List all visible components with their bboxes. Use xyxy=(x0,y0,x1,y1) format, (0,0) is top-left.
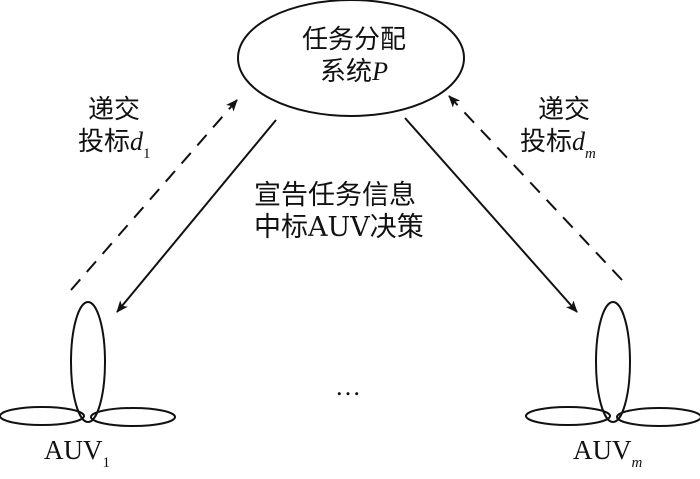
right-bid-line2: 投标dm xyxy=(520,127,596,162)
right-bid-line1: 递交 xyxy=(538,95,591,125)
auv-left-icon xyxy=(0,301,176,427)
center-note: 宣告任务信息 中标AUV决策 xyxy=(254,180,424,244)
left-bid-line2: 投标d1 xyxy=(78,127,151,162)
announce-arrow-left xyxy=(116,119,277,313)
bid-arrow-right xyxy=(448,95,623,281)
more-auvs-ellipsis: … xyxy=(335,372,362,401)
auv-right-icon xyxy=(525,301,700,427)
announce-arrow-right xyxy=(404,117,578,313)
system-node-label: 任务分配 系统P xyxy=(279,24,429,88)
center-note-line1: 宣告任务信息 xyxy=(254,180,416,211)
bid-arrow-left xyxy=(70,99,238,291)
right-bid-label: 递交 投标dm xyxy=(520,94,596,170)
system-node-line1: 任务分配 xyxy=(301,25,406,55)
center-note-line2: 中标AUV决策 xyxy=(254,212,424,243)
auv-right-label: AUVm xyxy=(573,435,643,471)
system-node-line2: 系统P xyxy=(320,57,388,87)
system-symbol: P xyxy=(372,57,388,86)
system-node-ellipse xyxy=(237,0,465,117)
left-bid-label: 递交 投标d1 xyxy=(78,94,151,170)
left-bid-line1: 递交 xyxy=(88,95,141,125)
auv-left-label: AUV1 xyxy=(44,435,110,471)
